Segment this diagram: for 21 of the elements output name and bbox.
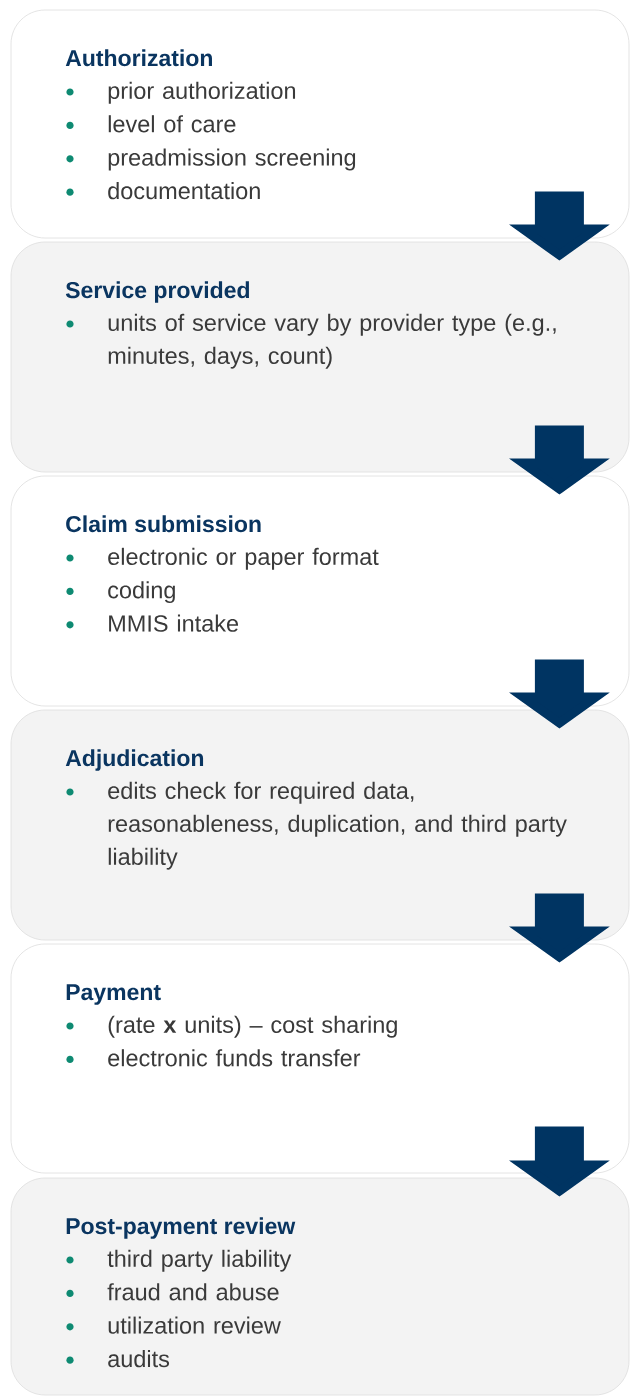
card-heading: Authorization — [65, 49, 212, 67]
bullet-item: documentation — [66, 182, 260, 200]
card-heading: Adjudication — [65, 749, 204, 771]
bullet-item: prior authorization — [66, 81, 296, 104]
card-heading: Claim submission — [66, 515, 261, 533]
bullet-item: edits check for required data, reasonableness, duplication, and third party liability — [66, 781, 567, 870]
bullet-item: electronic or paper format — [66, 547, 379, 570]
bullet-item: level of care — [66, 115, 236, 133]
bullet-item: utilization review — [66, 1316, 281, 1334]
bullet-item: fraud and abuse — [66, 1283, 279, 1301]
card-heading: Payment — [66, 984, 161, 1005]
bullet-item: MMIS intake — [66, 614, 239, 632]
bullet-item: third party liability — [66, 1249, 292, 1272]
bullet-item: coding — [66, 581, 175, 604]
bullet-item: electronic funds transfer — [66, 1049, 361, 1067]
bullet-item: (rate x units) – cost sharing — [66, 1015, 397, 1038]
card-heading: Service provided — [65, 281, 249, 303]
bullet-item: preadmission screening — [66, 148, 356, 171]
bullet-item: audits — [66, 1350, 170, 1368]
bullet-item: units of service vary by provider type (e.g., minutes, days, count) — [66, 313, 556, 369]
card-heading: Post-payment review — [66, 1217, 296, 1239]
